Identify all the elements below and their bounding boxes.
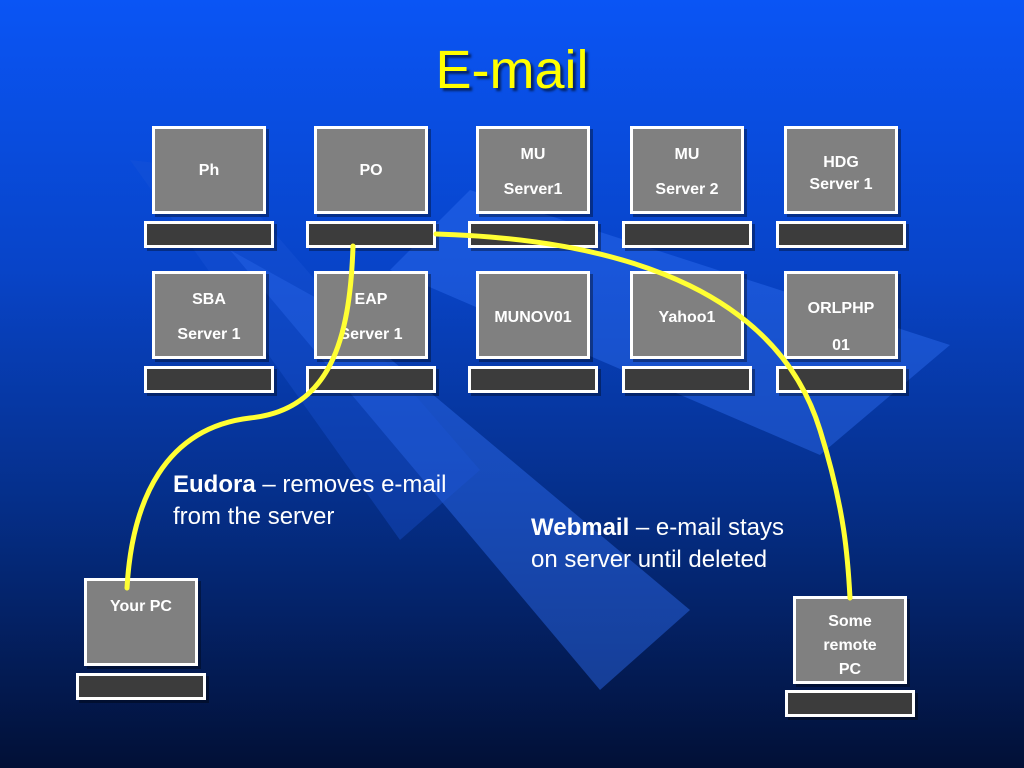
label-remote-line1: Some — [828, 613, 872, 630]
eudora-text2: from the server — [173, 503, 335, 530]
base-yahoo1 — [622, 366, 752, 393]
monitor-po: PO — [314, 126, 428, 214]
monitor-your-pc: Your PC — [84, 578, 198, 666]
eudora-name: Eudora — [173, 471, 256, 498]
base-orlphp01 — [776, 366, 906, 393]
label-sba-line2: Server 1 — [177, 326, 241, 343]
monitor-hdg-server1: HDG Server 1 — [784, 126, 898, 214]
label-sba-line1: SBA — [192, 291, 226, 308]
base-remote-pc — [785, 690, 915, 717]
monitor-mu-server1: MU Server1 — [476, 126, 590, 214]
webmail-text2: on server until deleted — [531, 546, 768, 573]
label-ph: Ph — [198, 162, 220, 179]
label-mu-server1-line2: Server1 — [503, 181, 563, 198]
label-orlphp-line1: ORLPHP — [807, 300, 875, 317]
monitor-sba-server1: SBA Server 1 — [152, 271, 266, 359]
webmail-wire — [433, 231, 853, 601]
eudora-line1: Eudora – removes e-mail — [173, 469, 513, 501]
label-mu-server1-line1: MU — [520, 146, 546, 163]
label-hdg-line2: Server 1 — [809, 176, 873, 193]
eudora-text1: – removes e-mail — [255, 471, 447, 498]
base-mu-server2 — [622, 221, 752, 248]
base-ph — [144, 221, 274, 248]
base-munov01 — [468, 366, 598, 393]
webmail-line1: Webmail – e-mail stays — [531, 512, 861, 544]
label-remote-line2: remote — [823, 637, 877, 654]
label-eap-line1: EAP — [354, 291, 388, 308]
eudora-caption: Eudora – removes e-mail from the server — [173, 469, 513, 533]
base-your-pc — [76, 673, 206, 700]
slide-title: E-mail — [435, 40, 589, 100]
webmail-text1: – e-mail stays — [629, 514, 784, 541]
monitor-ph: Ph — [152, 126, 266, 214]
monitor-eap-server1: EAP Server 1 — [314, 271, 428, 359]
label-eap-line2: Server 1 — [339, 326, 403, 343]
label-hdg-line1: HDG — [823, 154, 859, 171]
webmail-name: Webmail — [531, 514, 630, 541]
monitor-remote-pc: Some remote PC — [793, 596, 907, 684]
label-yahoo1: Yahoo1 — [658, 309, 716, 326]
label-orlphp-line2: 01 — [832, 337, 850, 354]
monitor-mu-server2: MU Server 2 — [630, 126, 744, 214]
base-hdg-server1 — [776, 221, 906, 248]
label-munov01: MUNOV01 — [494, 309, 572, 326]
label-po: PO — [359, 162, 383, 179]
label-your-pc: Your PC — [110, 598, 172, 615]
base-sba-server1 — [144, 366, 274, 393]
label-remote-line3: PC — [838, 661, 862, 678]
monitor-orlphp01: ORLPHP 01 — [784, 271, 898, 359]
label-mu-server2-line1: MU — [674, 146, 700, 163]
eudora-wire — [124, 243, 356, 591]
monitor-munov01: MUNOV01 — [476, 271, 590, 359]
label-mu-server2-line2: Server 2 — [655, 181, 719, 198]
base-po — [306, 221, 436, 248]
webmail-caption: Webmail – e-mail stays on server until d… — [531, 512, 861, 576]
